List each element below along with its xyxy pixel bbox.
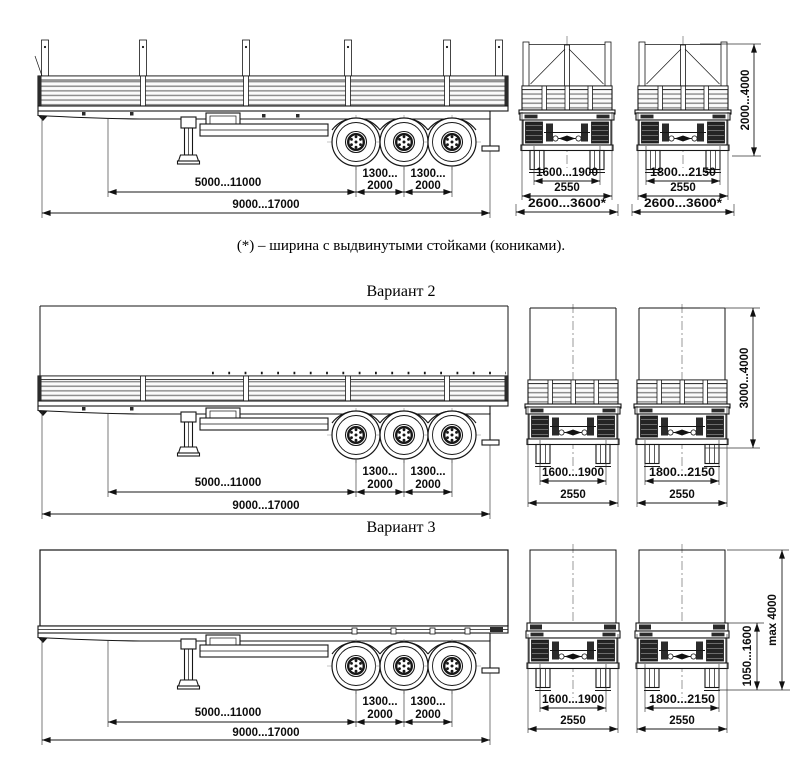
footnote: (*) – ширина с выдвинутыми стойками (кон… [236, 238, 566, 254]
v3-height-dimensions: 1050...1600 max 4000 [718, 549, 790, 691]
v2-length-overall-label: 9000...17000 [232, 500, 299, 512]
v2-axle-gap2-line1: 1300... [410, 466, 445, 478]
v1-side-dimensions: 5000...11000 1300... 2000 1300... 2000 9… [41, 116, 491, 218]
v2-landing-gear [176, 411, 201, 457]
v3-side-dimensions: 5000...11000 1300... 2000 1300... 2000 9… [41, 638, 491, 745]
v1-rear2-track-label: 1800...2150 [650, 167, 716, 179]
v1-length-overall-label: 9000...17000 [232, 199, 299, 211]
variant2-drawing: 5000...11000 1300... 2000 1300... 2000 9… [37, 304, 760, 519]
v2-rear-view-2: 1800...2150 2550 [633, 304, 731, 507]
v1-wheel-1 [325, 113, 387, 172]
v1-rear-view-1: 1600...1900 2550 2600...3600* [515, 36, 619, 216]
v2-side-dimensions: 5000...11000 1300... 2000 1300... 2000 9… [41, 411, 491, 519]
v1-sideboard [37, 75, 509, 107]
v1-axle-gap2-line1: 1300... [410, 168, 445, 180]
v2-height-dimension: 3000...4000 [700, 307, 760, 449]
v2-height-label: 3000...4000 [739, 348, 751, 409]
variant3-title: Вариант 3 [366, 519, 436, 536]
v3-axle-gap1-line2: 2000 [367, 709, 393, 721]
v1-rear1-width-ext-label: 2600...3600* [528, 198, 607, 210]
v2-axle-gap1-line2: 2000 [367, 479, 393, 491]
v2-underrun-bar [481, 439, 500, 446]
v3-rear-view-2: 1800...2150 2550 [635, 544, 729, 733]
v1-landing-gear [176, 116, 201, 165]
v3-length-inner-label: 5000...11000 [195, 707, 262, 719]
v3-kingpin [38, 637, 48, 643]
v1-wheel-2 [373, 113, 435, 172]
v2-wheel-3 [421, 406, 483, 465]
v3-chassis [37, 633, 491, 642]
v2-side-view [37, 305, 509, 465]
v1-wheel-3 [421, 113, 483, 172]
v2-rear1-track-label: 1600...1900 [542, 467, 604, 479]
v3-load-gauge [39, 549, 509, 627]
v1-height-dimension: 2000...4000 [700, 43, 761, 157]
v3-axle-gap2-line1: 1300... [410, 696, 445, 708]
v1-axle-gap2-line2: 2000 [415, 180, 441, 192]
v2-kingpin [38, 410, 48, 416]
v2-rear2-track-label: 1800...2150 [649, 467, 715, 479]
v3-floor-height-label: 1050...1600 [742, 626, 754, 687]
v2-chassis [37, 406, 491, 415]
v1-kingpin [38, 115, 48, 121]
v1-rear2-width-label: 2550 [670, 182, 696, 194]
v1-axle-gap1-line1: 1300... [362, 168, 397, 180]
v1-rear1-track-label: 1600...1900 [536, 167, 598, 179]
variant3-drawing: 5000...11000 1300... 2000 1300... 2000 9… [37, 544, 790, 745]
v3-wheel-1 [325, 637, 387, 696]
v2-sideboard [37, 375, 509, 402]
v3-rear1-width-label: 2550 [560, 715, 586, 727]
v1-height-label: 2000...4000 [740, 70, 752, 131]
v3-rear2-track-label: 1800...2150 [649, 694, 715, 706]
v2-axle-gap2-line2: 2000 [415, 479, 441, 491]
v1-underrun-bar [481, 145, 500, 152]
v1-rear1-width-label: 2550 [554, 182, 580, 194]
v2-rear2-width-label: 2550 [669, 489, 695, 501]
v3-max-height-label: max 4000 [767, 594, 779, 646]
v2-length-inner-label: 5000...11000 [195, 477, 262, 489]
v3-rear2-width-label: 2550 [669, 715, 695, 727]
v1-axle-gap1-line2: 2000 [367, 180, 393, 192]
v3-axle-gap1-line1: 1300... [362, 696, 397, 708]
v3-length-overall-label: 9000...17000 [232, 727, 299, 739]
v3-wheel-3 [421, 637, 483, 696]
v3-rear1-track-label: 1600...1900 [542, 694, 604, 706]
v3-wheel-2 [373, 637, 435, 696]
v3-rear-view-1: 1600...1900 2550 [526, 544, 620, 733]
v3-landing-gear [176, 638, 201, 690]
v3-axle-gap2-line2: 2000 [415, 709, 441, 721]
variant2-title: Вариант 2 [366, 283, 436, 300]
v3-underrun-bar [481, 667, 500, 674]
v1-rear2-width-ext-label: 2600...3600* [644, 198, 723, 210]
v2-wheel-2 [373, 406, 435, 465]
v1-length-inner-label: 5000...11000 [195, 177, 262, 189]
v2-rear-view-1: 1600...1900 2550 [524, 304, 622, 507]
v3-side-view [37, 549, 509, 696]
v1-side-view [34, 39, 509, 172]
v2-rear1-width-label: 2550 [560, 489, 586, 501]
v1-stakes [34, 39, 503, 77]
v1-rear-view-2: 1800...2150 2550 2600...3600* [631, 36, 735, 216]
variant1-drawing: 5000...11000 1300... 2000 1300... 2000 9… [34, 36, 761, 218]
v2-axle-gap1-line1: 1300... [362, 466, 397, 478]
v2-wheel-1 [325, 406, 387, 465]
